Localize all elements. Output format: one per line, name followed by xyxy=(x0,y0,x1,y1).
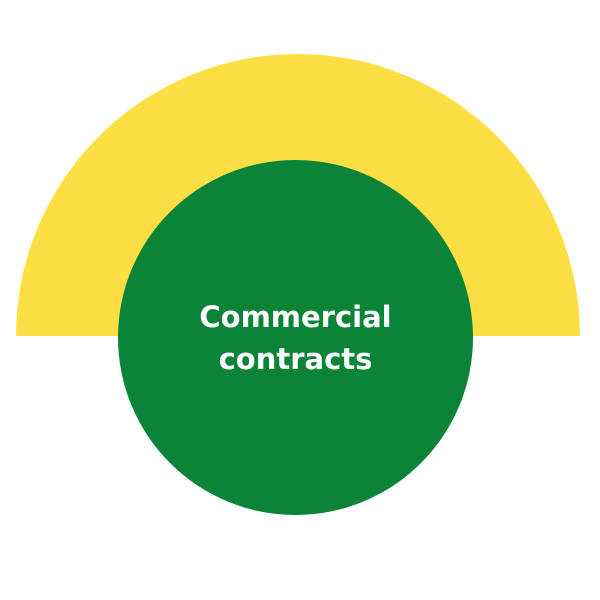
green-circle: Commercial contracts xyxy=(118,160,473,515)
circle-label: Commercial contracts xyxy=(199,299,392,376)
